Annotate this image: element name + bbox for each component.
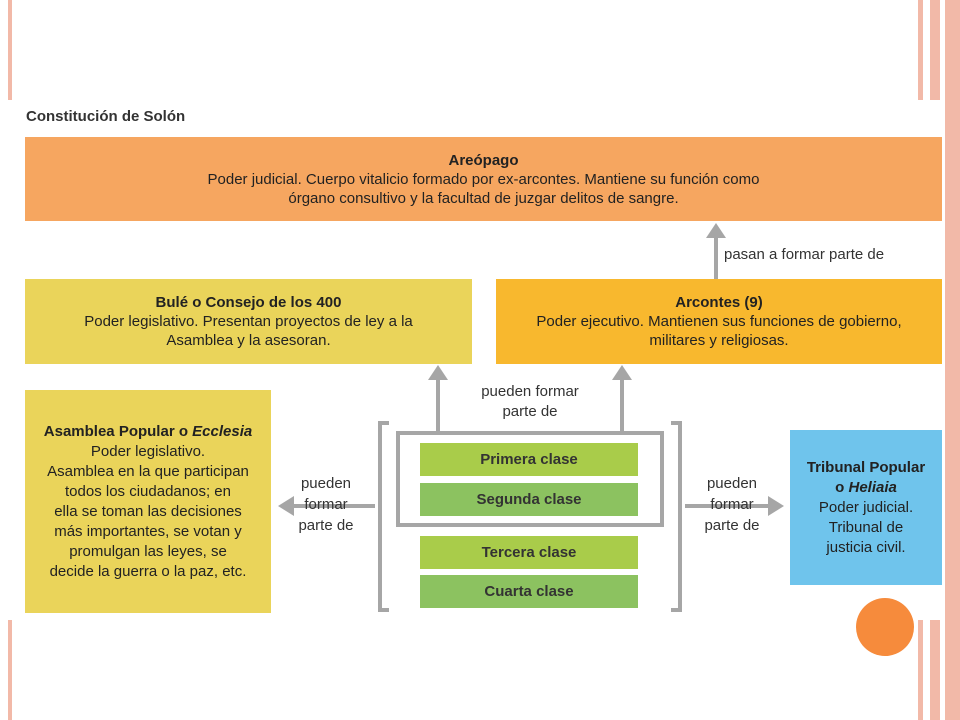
areopago-box: Areópago Poder judicial. Cuerpo vitalici… <box>25 137 942 221</box>
tribunal-title-plain: o <box>835 478 849 496</box>
asamblea-text-line: más importantes, se votan y <box>54 522 242 540</box>
right-label-line: formar <box>710 496 754 513</box>
right-label-line: parte de <box>704 517 760 534</box>
asamblea-text-line: decide la guerra o la paz, etc. <box>49 562 247 580</box>
arcontes-box: Arcontes (9) Poder ejecutivo. Mantienen … <box>496 279 942 364</box>
left-label-line: pueden <box>300 475 352 492</box>
asamblea-title: Asamblea Popular o Ecclesia <box>44 422 252 442</box>
right-arrow-label: pueden formar parte de <box>690 473 774 536</box>
tribunal-text-line: Tribunal de <box>828 518 904 536</box>
clase-cuarta: Cuarta clase <box>420 575 638 608</box>
bule-text-line: Asamblea y la asesoran. <box>166 332 331 349</box>
diagram-title: Constitución de Solón <box>26 108 186 125</box>
clase-primera: Primera clase <box>420 443 638 476</box>
left-label-line: parte de <box>298 517 354 534</box>
areopago-title: Areópago <box>448 151 519 169</box>
left-label-line: formar <box>304 496 348 513</box>
arcontes-text-line: militares y religiosas. <box>649 332 789 349</box>
right-decorative-stripe <box>945 0 960 720</box>
asamblea-title-italic: Ecclesia <box>192 422 253 440</box>
bule-box: Bulé o Consejo de los 400 Poder legislat… <box>25 279 472 364</box>
tribunal-box: Tribunal Popular o Heliaia Poder judicia… <box>790 430 942 585</box>
asamblea-box: Asamblea Popular o Ecclesia Poder legisl… <box>25 390 271 613</box>
asamblea-text-line: Poder legislativo. <box>90 442 206 460</box>
right-label-line: pueden <box>706 475 758 492</box>
clase-segunda: Segunda clase <box>420 483 638 516</box>
asamblea-text-line: promulgan las leyes, se <box>69 542 227 560</box>
tribunal-text-line: justicia civil. <box>826 538 906 556</box>
left-arrow-label: pueden formar parte de <box>284 473 368 536</box>
bule-title: Bulé o Consejo de los 400 <box>155 294 342 311</box>
asamblea-title-plain: Asamblea Popular o <box>43 422 193 440</box>
asamblea-text-line: todos los ciudadanos; en <box>65 482 231 500</box>
arcontes-title: Arcontes (9) <box>675 294 763 311</box>
areopago-text-line: órgano consultivo y la facultad de juzga… <box>288 189 679 207</box>
middle-label-line: pueden formar <box>481 383 579 400</box>
tribunal-title: Tribunal Popular <box>806 458 926 476</box>
middle-arrow-label: pueden formar parte de <box>455 382 605 422</box>
arrow-label-top: pasan a formar parte de <box>724 246 885 263</box>
areopago-text-line: Poder judicial. Cuerpo vitalicio formado… <box>207 170 760 188</box>
decorative-orange-circle <box>856 598 914 656</box>
tribunal-text-line: Poder judicial. <box>818 498 914 516</box>
asamblea-text-line: ella se toman las decisiones <box>54 502 242 520</box>
bule-text-line: Poder legislativo. Presentan proyectos d… <box>84 313 413 330</box>
tribunal-title-italic: Heliaia <box>848 478 897 496</box>
asamblea-text-line: Asamblea en la que participan <box>47 462 249 480</box>
clase-tercera: Tercera clase <box>420 536 638 569</box>
middle-label-line: parte de <box>502 403 558 420</box>
tribunal-title-line2: o Heliaia <box>835 478 897 498</box>
arcontes-text-line: Poder ejecutivo. Mantienen sus funciones… <box>536 313 902 330</box>
